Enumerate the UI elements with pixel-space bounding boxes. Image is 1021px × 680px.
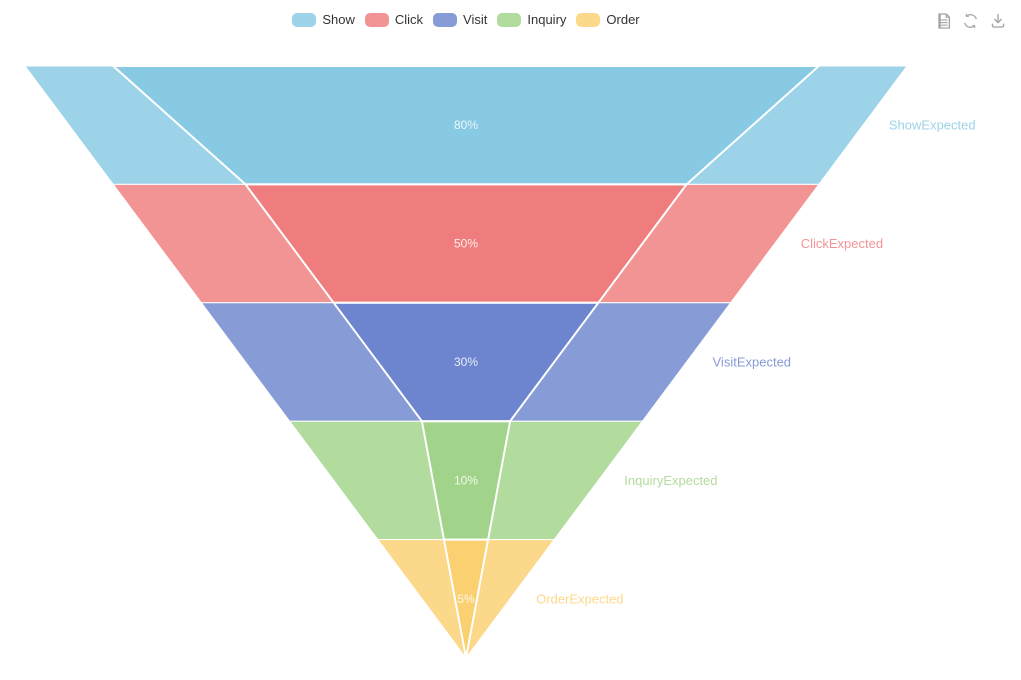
legend-marker-icon — [292, 13, 317, 27]
legend-item-inquiry[interactable]: Inquiry — [497, 11, 566, 29]
legend-marker-icon — [497, 13, 522, 27]
label-expected-order: OrderExpected — [536, 591, 623, 606]
legend-marker-icon — [433, 13, 458, 27]
legend-item-show[interactable]: Show — [292, 11, 355, 29]
legend-label: Inquiry — [527, 12, 567, 27]
label-actual-visit: 30% — [454, 355, 478, 369]
legend-item-click[interactable]: Click — [364, 11, 424, 29]
funnel-segment-actual-order[interactable] — [442, 538, 490, 659]
legend-marker-icon — [576, 13, 601, 27]
label-actual-click: 50% — [454, 237, 478, 251]
restore-icon[interactable] — [961, 11, 980, 31]
save-as-image-icon[interactable] — [988, 11, 1007, 31]
legend-label: Order — [606, 12, 640, 27]
toolbox — [934, 11, 1007, 31]
data-view-icon[interactable] — [934, 11, 953, 31]
label-actual-order: 5% — [457, 592, 475, 606]
legend-label: Click — [394, 12, 424, 27]
label-expected-show: ShowExpected — [889, 118, 976, 133]
legend-label: Show — [322, 12, 355, 27]
label-expected-inquiry: InquiryExpected — [624, 473, 717, 488]
legend-item-order[interactable]: Order — [576, 11, 640, 29]
label-expected-click: ClickExpected — [801, 236, 883, 251]
legend-item-visit[interactable]: Visit — [433, 11, 487, 29]
legend: Show Click Visit Inquiry Order — [0, 11, 932, 29]
label-actual-show: 80% — [454, 118, 478, 132]
legend-marker-icon — [364, 13, 389, 27]
label-expected-visit: VisitExpected — [713, 355, 792, 370]
legend-label: Visit — [463, 12, 488, 27]
label-actual-inquiry: 10% — [454, 473, 478, 487]
